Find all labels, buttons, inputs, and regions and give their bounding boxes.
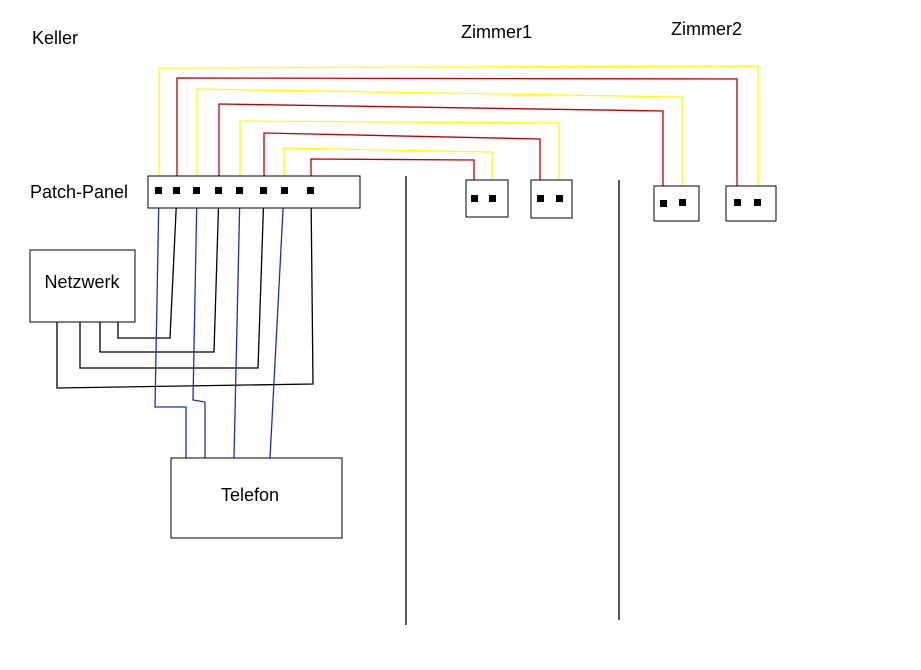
netzwerk-label: Netzwerk bbox=[44, 272, 120, 292]
zimmer2-socket-1-port-2 bbox=[679, 199, 686, 206]
network-wire-2 bbox=[99, 190, 220, 353]
telephone-wires bbox=[154, 190, 285, 459]
yellow-wire-zimmer1-socket2 bbox=[239, 120, 560, 199]
patch-panel-port-1 bbox=[155, 187, 162, 194]
zimmer1-socket-2-port-2 bbox=[556, 195, 563, 202]
zimmer2-socket-2-port-1 bbox=[734, 199, 741, 206]
zimmer1-label: Zimmer1 bbox=[461, 22, 532, 42]
zimmer1-socket-1-port-1 bbox=[471, 195, 478, 202]
zimmer1-socket-1 bbox=[465, 179, 509, 218]
zimmer1-socket-2 bbox=[530, 179, 573, 219]
yellow-wires bbox=[158, 65, 759, 203]
zimmer1-socket-1-port-2 bbox=[489, 195, 496, 202]
telephone-wire-2 bbox=[192, 190, 206, 458]
network-wire-3 bbox=[79, 190, 265, 369]
patch-panel-port-3 bbox=[193, 187, 200, 194]
yellow-wire-zimmer2-socket2 bbox=[158, 65, 759, 203]
zimmer2-socket-1 bbox=[653, 185, 700, 222]
zimmer2-socket-2-port-2 bbox=[754, 199, 761, 206]
patch-panel-port-2 bbox=[173, 187, 180, 194]
red-wire-zimmer1-socket2 bbox=[263, 132, 541, 199]
patch-panel-port-6 bbox=[260, 187, 267, 194]
patch-panel-label: Patch-Panel bbox=[30, 182, 128, 202]
patch-panel bbox=[147, 175, 361, 209]
patch-panel-port-8 bbox=[307, 187, 314, 194]
zimmer1-socket-2-port-1 bbox=[537, 195, 544, 202]
telephone-wire-1 bbox=[154, 190, 187, 458]
network-wires bbox=[56, 190, 314, 389]
telephone-wire-3 bbox=[233, 190, 241, 459]
zimmer2-socket-2 bbox=[725, 185, 777, 222]
network-wire-1 bbox=[117, 190, 178, 339]
keller-label: Keller bbox=[32, 28, 78, 48]
yellow-wire-zimmer2-socket1 bbox=[196, 88, 683, 203]
zimmer2-label: Zimmer2 bbox=[671, 19, 742, 39]
network-wire-4 bbox=[56, 190, 314, 389]
red-wire-zimmer2-socket1 bbox=[218, 103, 664, 204]
yellow-wire-zimmer1-socket1 bbox=[283, 147, 493, 198]
zimmer2-socket-1-port-1 bbox=[660, 200, 667, 207]
netzwerk-box: Netzwerk bbox=[29, 249, 136, 323]
telefon-label: Telefon bbox=[221, 485, 279, 505]
patch-panel-frame bbox=[147, 175, 361, 209]
patch-panel-port-4 bbox=[215, 187, 222, 194]
patch-panel-port-5 bbox=[236, 187, 243, 194]
telefon-frame bbox=[170, 457, 343, 539]
red-wire-zimmer2-socket2 bbox=[176, 77, 738, 203]
telephone-wire-4 bbox=[269, 190, 285, 459]
zimmer2-socket-2-frame bbox=[725, 185, 777, 222]
telefon-box: Telefon bbox=[170, 457, 343, 539]
netzwerk-frame bbox=[29, 249, 136, 323]
patch-panel-port-7 bbox=[281, 187, 288, 194]
